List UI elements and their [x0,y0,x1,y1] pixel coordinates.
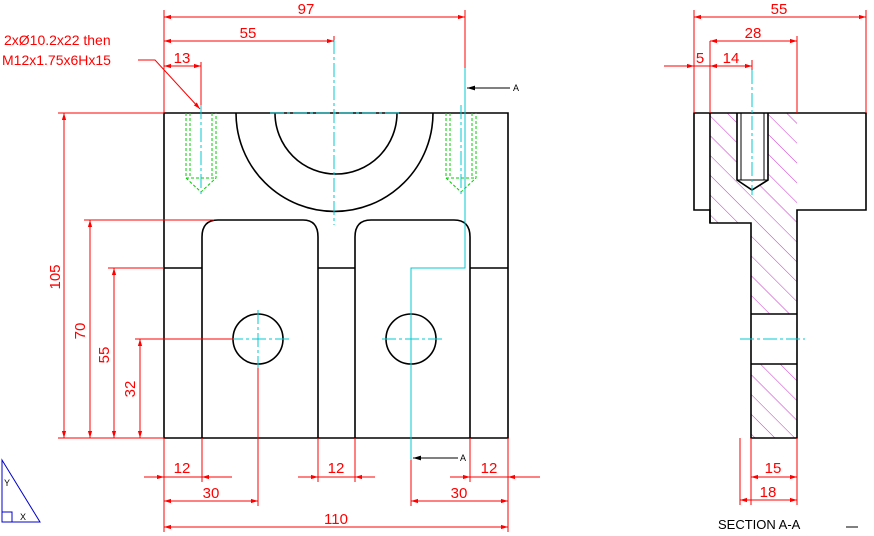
left-slot [201,219,319,438]
section-title: SECTION A-A [718,517,801,532]
dim-30-left: 30 [203,485,220,502]
right-slot [354,219,471,438]
cradle-inner [274,112,398,175]
section-dim-14: 14 [723,50,740,67]
section-dim-18: 18 [760,484,777,501]
dim-12-center: 12 [328,460,345,477]
dim-13: 13 [174,50,191,67]
section-arrows [413,85,510,461]
dim-12-left: 12 [174,460,191,477]
section-view [693,70,867,439]
dim-55-top: 55 [240,25,257,42]
dim-12-right: 12 [481,460,498,477]
section-mark-bottom: A [460,453,466,463]
ucs-x-label: X [20,512,26,522]
dim-30-right: 30 [451,485,468,502]
note-line-2: M12x1.75x6Hx15 [2,52,111,68]
ucs-icon [1,458,41,523]
section-dimensions [664,10,867,505]
dim-32: 32 [122,381,139,398]
dim-70: 70 [72,323,89,340]
front-dimensions [58,10,540,532]
section-dim-5: 5 [696,50,704,67]
section-hatch-lower [751,364,797,438]
front-centerlines [200,40,466,460]
section-dim-15: 15 [765,460,782,477]
dim-55-vert: 55 [96,347,113,364]
section-mark-top: A [513,83,519,93]
dim-105: 105 [47,264,64,289]
dim-97: 97 [298,1,315,18]
dim-110: 110 [324,511,348,528]
ucs-y-label: Y [4,478,10,488]
section-hatch-upper [710,113,797,314]
section-dim-28: 28 [745,25,762,42]
note-line-1: 2xØ10.2x22 then [4,32,111,48]
section-dim-55: 55 [771,1,788,18]
